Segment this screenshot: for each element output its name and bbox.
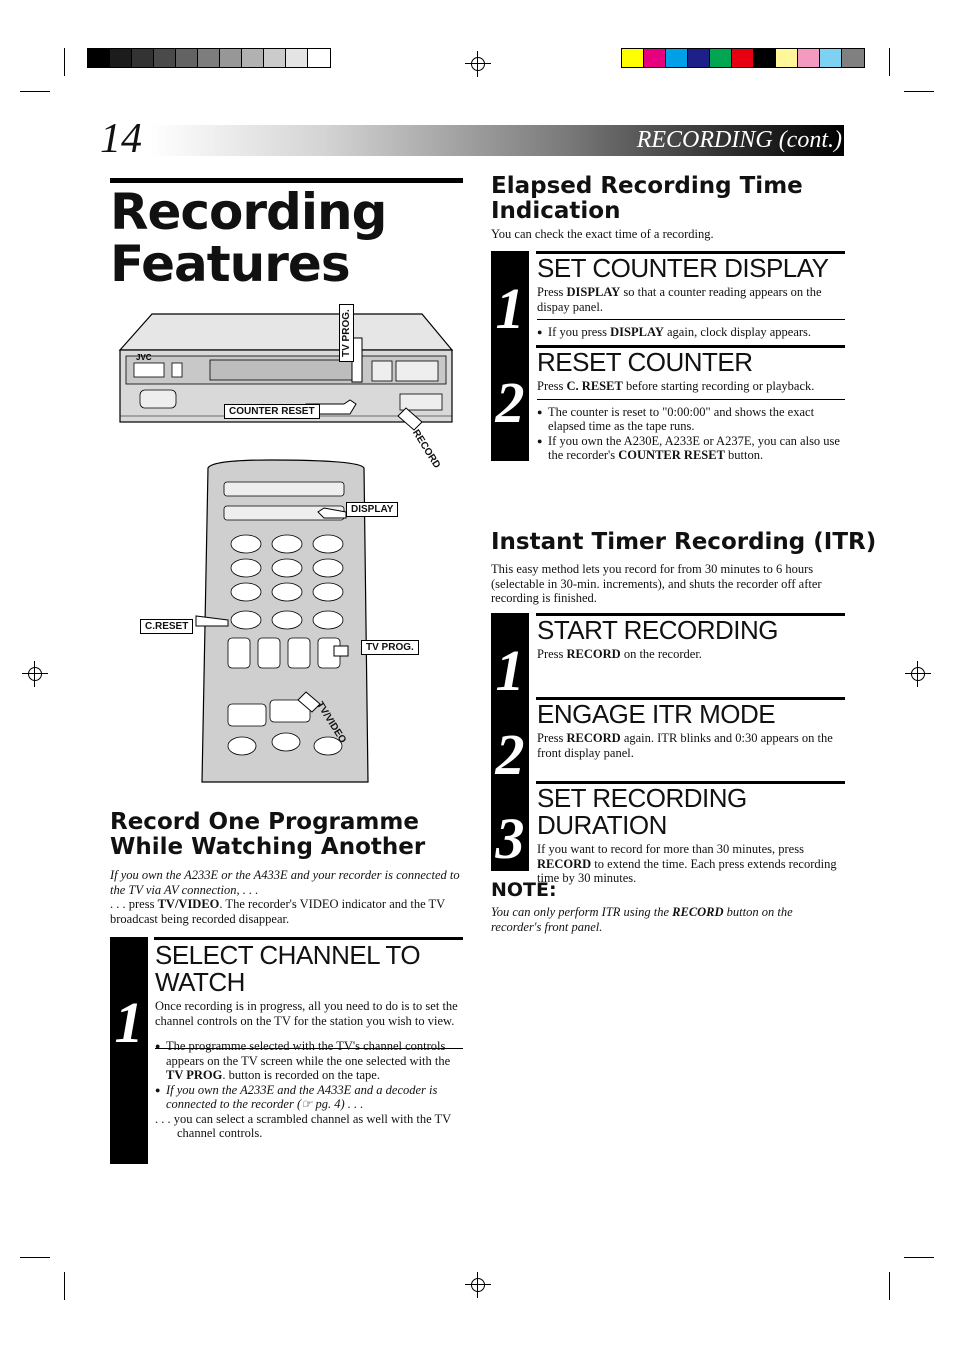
step-title: START RECORDING	[537, 615, 778, 645]
callout-counter-reset: COUNTER RESET	[224, 404, 320, 419]
step-title: ENGAGE ITR MODE	[537, 699, 776, 729]
step-title: RESET COUNTER	[537, 347, 753, 377]
step-text: Press RECORD on the recorder.	[537, 647, 702, 661]
color-swatch	[732, 49, 754, 67]
step-number: 3	[495, 806, 525, 871]
itr-heading: Instant Timer Recording (ITR)	[491, 529, 877, 555]
elapsed-intro: You can check the exact time of a record…	[491, 227, 714, 241]
callout-tv-prog-vertical: TV PROG.	[339, 304, 354, 362]
step-title: SET RECORDING DURATION	[537, 783, 747, 840]
color-swatch	[132, 49, 154, 67]
step-text: If you want to record for more than 30 m…	[537, 842, 837, 885]
step-text: Press C. RESET before starting recording…	[537, 379, 815, 393]
note-text: You can only perform ITR using the RECOR…	[491, 905, 793, 934]
step-title: SET COUNTER DISPLAY	[537, 253, 829, 283]
section-title: RECORDING (cont.)	[636, 127, 842, 153]
step-column: 1 2	[491, 251, 529, 461]
step-text: Press DISPLAY so that a counter reading …	[537, 285, 822, 314]
step-bullet: The counter is reset to "0:00:00" and sh…	[537, 405, 845, 434]
step-number: 1	[114, 990, 144, 1055]
color-swatch	[644, 49, 666, 67]
color-swatch	[264, 49, 286, 67]
step-set-recording-duration: SET RECORDING DURATION If you want to re…	[537, 785, 845, 886]
vcr-remote-illustration: JVC	[118, 313, 454, 783]
callout-tv-prog: TV PROG.	[361, 640, 419, 655]
color-swatch	[688, 49, 710, 67]
step-reset-counter: RESET COUNTER Press C. RESET before star…	[537, 349, 845, 463]
step-bullet: If you own the A233E and the A433E and a…	[155, 1083, 463, 1112]
step-number: 1	[495, 638, 525, 703]
step-bullet: If you own the A230E, A233E or A237E, yo…	[537, 434, 845, 463]
step-bullet: If you press DISPLAY again, clock displa…	[537, 325, 845, 340]
title-rule	[110, 178, 463, 183]
step-set-counter-display: SET COUNTER DISPLAY Press DISPLAY so tha…	[537, 255, 845, 340]
step-engage-itr-mode: ENGAGE ITR MODE Press RECORD again. ITR …	[537, 701, 845, 760]
color-swatch	[776, 49, 798, 67]
color-bars	[621, 48, 865, 68]
color-swatch	[286, 49, 308, 67]
step-number: 2	[495, 722, 525, 787]
hand-pointer-icon	[305, 337, 423, 431]
color-swatch	[622, 49, 644, 67]
step-select-channel: 1 SELECT CHANNEL TO WATCH Once recording…	[110, 937, 463, 1164]
note-heading: NOTE:	[491, 879, 557, 901]
step-text: Press RECORD again. ITR blinks and 0:30 …	[537, 731, 833, 760]
grayscale-bars	[87, 48, 331, 68]
color-swatch	[176, 49, 198, 67]
color-swatch	[198, 49, 220, 67]
color-swatch	[820, 49, 842, 67]
remote-control	[201, 459, 369, 783]
step-number: 2	[495, 370, 525, 435]
color-swatch	[842, 49, 864, 67]
registration-mark-left	[22, 661, 48, 687]
color-swatch	[308, 49, 330, 67]
step-bullet-continuation: . . . you can select a scrambled channel…	[155, 1111, 451, 1141]
registration-mark-right	[905, 661, 931, 687]
color-swatch	[798, 49, 820, 67]
color-swatch	[666, 49, 688, 67]
page-number: 14	[100, 116, 142, 162]
header-band	[150, 125, 844, 156]
step-text: Once recording is in progress, all you n…	[155, 999, 458, 1028]
registration-mark-bottom	[465, 1272, 491, 1298]
color-swatch	[110, 49, 132, 67]
callout-display: DISPLAY	[346, 502, 399, 517]
record-one-intro: If you own the A233E or the A433E and yo…	[110, 868, 460, 926]
page-title: Recording Features	[110, 183, 387, 293]
color-swatch	[710, 49, 732, 67]
color-swatch	[154, 49, 176, 67]
record-one-heading: Record One Programme While Watching Anot…	[110, 809, 426, 860]
step-start-recording: START RECORDING Press RECORD on the reco…	[537, 617, 845, 662]
step-bullet: The programme selected with the TV's cha…	[155, 1039, 463, 1083]
vcr-unit: JVC	[118, 313, 454, 423]
color-swatch	[88, 49, 110, 67]
vcr-brand-logo: JVC	[136, 353, 152, 362]
registration-mark-top	[465, 51, 491, 77]
itr-intro: This easy method lets you record for fro…	[491, 562, 822, 605]
step-title: SELECT CHANNEL TO WATCH	[155, 940, 421, 997]
step-number: 1	[495, 276, 525, 341]
step-column: 1 2 3	[491, 613, 529, 871]
color-swatch	[242, 49, 264, 67]
color-swatch	[754, 49, 776, 67]
hand-pointer-icon	[195, 507, 349, 713]
color-swatch	[220, 49, 242, 67]
elapsed-heading: Elapsed Recording Time Indication	[491, 173, 803, 224]
callout-c-reset: C.RESET	[140, 619, 194, 634]
